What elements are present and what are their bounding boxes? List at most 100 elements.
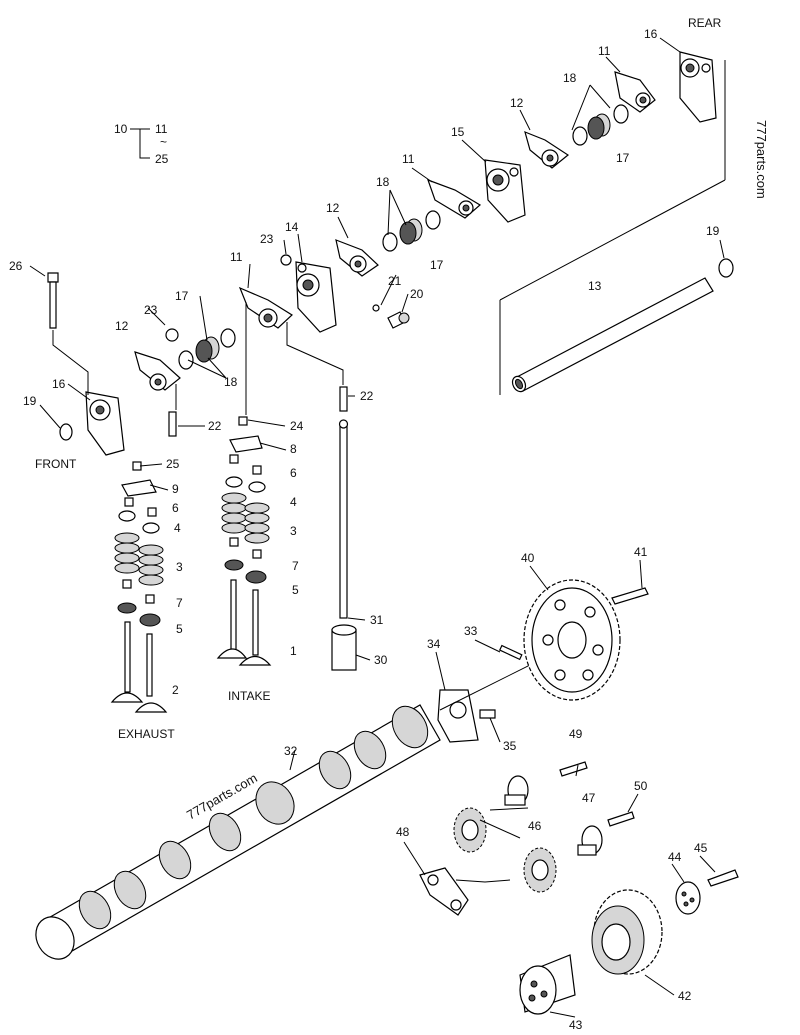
callout-34: 34 — [427, 637, 441, 651]
callout-50: 50 — [634, 779, 648, 793]
spring-rear-17 — [587, 113, 611, 140]
tappet-30 — [331, 624, 357, 671]
nut-23-top — [280, 254, 292, 266]
callout-42: 42 — [678, 989, 692, 1003]
callout-7-exhaust: 7 — [176, 596, 183, 610]
callouts: 1 2 3 3 4 4 5 5 6 6 7 7 8 9 11 11 11 12 … — [9, 27, 720, 1032]
intake-label: INTAKE — [228, 689, 270, 703]
range-to-label: 25 — [155, 152, 169, 166]
shaft-group-leader — [499, 60, 726, 395]
callout-2: 2 — [172, 683, 179, 697]
callout-46: 46 — [528, 819, 542, 833]
callout-24: 24 — [290, 419, 304, 433]
callout-8: 8 — [290, 442, 297, 456]
callout-22-right: 22 — [360, 389, 374, 403]
rocker-arm-rear-11 — [614, 71, 656, 113]
callout-41: 41 — [634, 545, 648, 559]
front-center-bracket-14 — [295, 261, 337, 333]
callout-17-front: 17 — [175, 289, 189, 303]
washer-mid-2 — [382, 232, 398, 252]
callout-12-rear: 12 — [510, 96, 524, 110]
range-start-label: 10 — [114, 122, 128, 136]
bolt-45 — [707, 869, 739, 887]
hub-43 — [519, 954, 576, 1015]
stud-22-left — [168, 411, 177, 437]
watermark-vertical: 777parts.com — [754, 120, 769, 199]
rocker-arm-rear-12 — [524, 130, 570, 169]
washer-front — [220, 328, 236, 348]
rocker-arm-mid-11 — [427, 178, 482, 219]
intake-valve-group — [216, 416, 272, 666]
callout-47: 47 — [582, 791, 596, 805]
callout-14: 14 — [285, 220, 299, 234]
nut-23-front — [165, 328, 179, 342]
callout-6-exhaust: 6 — [172, 501, 179, 515]
washer-mid — [425, 210, 441, 230]
callout-13: 13 — [588, 279, 602, 293]
front-label: FRONT — [35, 457, 77, 471]
callout-11-rear: 11 — [598, 44, 611, 58]
callout-30: 30 — [374, 653, 388, 667]
callout-17-mid: 17 — [430, 258, 444, 272]
exhaust-label: EXHAUST — [118, 727, 175, 741]
callout-3-exhaust: 3 — [176, 560, 183, 574]
callout-49: 49 — [569, 727, 583, 741]
callout-4-exhaust: 4 — [174, 521, 181, 535]
leader-lines — [29, 37, 725, 1018]
bolt-leader — [52, 330, 89, 395]
exhaust-valve-group — [110, 461, 168, 713]
callout-5-intake: 5 — [292, 583, 299, 597]
callout-1: 1 — [290, 644, 297, 658]
callout-48: 48 — [396, 825, 410, 839]
callout-18-front: 18 — [224, 375, 238, 389]
range-from-label: 11 — [155, 122, 168, 136]
callout-35: 35 — [503, 739, 517, 753]
callout-15: 15 — [451, 125, 465, 139]
callout-6-intake: 6 — [290, 466, 297, 480]
callout-25: 25 — [166, 457, 180, 471]
callout-9: 9 — [172, 482, 179, 496]
rocker-arm-front-12 — [134, 351, 181, 391]
idler-gear-46-upper — [453, 807, 487, 853]
callout-40: 40 — [521, 551, 535, 565]
callout-12-mid: 12 — [326, 201, 340, 215]
range-note: 10 11 ~ 25 — [114, 122, 169, 166]
callout-22-left: 22 — [208, 419, 222, 433]
camshaft-32 — [35, 704, 441, 960]
front-bracket-16 — [85, 391, 125, 456]
callout-16-front: 16 — [52, 377, 66, 391]
callout-7-intake: 7 — [292, 559, 299, 573]
callout-23-top: 23 — [260, 232, 274, 246]
callout-32: 32 — [284, 744, 298, 758]
washer-front-2 — [178, 350, 194, 370]
callout-4-intake: 4 — [290, 495, 297, 509]
bolt-41 — [611, 587, 649, 605]
callout-45: 45 — [694, 841, 708, 855]
callout-16-rear: 16 — [644, 27, 658, 41]
idler-shaft-47-upper — [504, 775, 529, 806]
callout-33: 33 — [464, 624, 478, 638]
stud-22-right — [339, 386, 348, 412]
callout-11-mid: 11 — [402, 152, 415, 166]
snap-ring-rear — [718, 258, 734, 278]
rocker-arm-front-11 — [238, 286, 293, 329]
adjusting-screw-20 — [387, 311, 410, 329]
callout-18-mid: 18 — [376, 175, 390, 189]
callout-5-exhaust: 5 — [176, 622, 183, 636]
callout-11-front: 11 — [230, 250, 243, 264]
bolt-35 — [479, 709, 496, 719]
callout-20: 20 — [410, 287, 424, 301]
spring-front-17 — [195, 336, 220, 363]
rear-label: REAR — [688, 16, 722, 30]
bolt-26 — [47, 272, 59, 329]
spring-mid-17 — [399, 218, 423, 245]
thrust-plate-34 — [437, 689, 479, 743]
idler-gear-42 — [591, 889, 663, 975]
callout-19-rear: 19 — [706, 224, 720, 238]
callout-3-intake: 3 — [290, 524, 297, 538]
rocker-arm-mid-12 — [335, 239, 379, 277]
callout-12-front: 12 — [115, 319, 129, 333]
washer-rear-2 — [572, 126, 588, 146]
center-bracket-15 — [484, 159, 526, 223]
